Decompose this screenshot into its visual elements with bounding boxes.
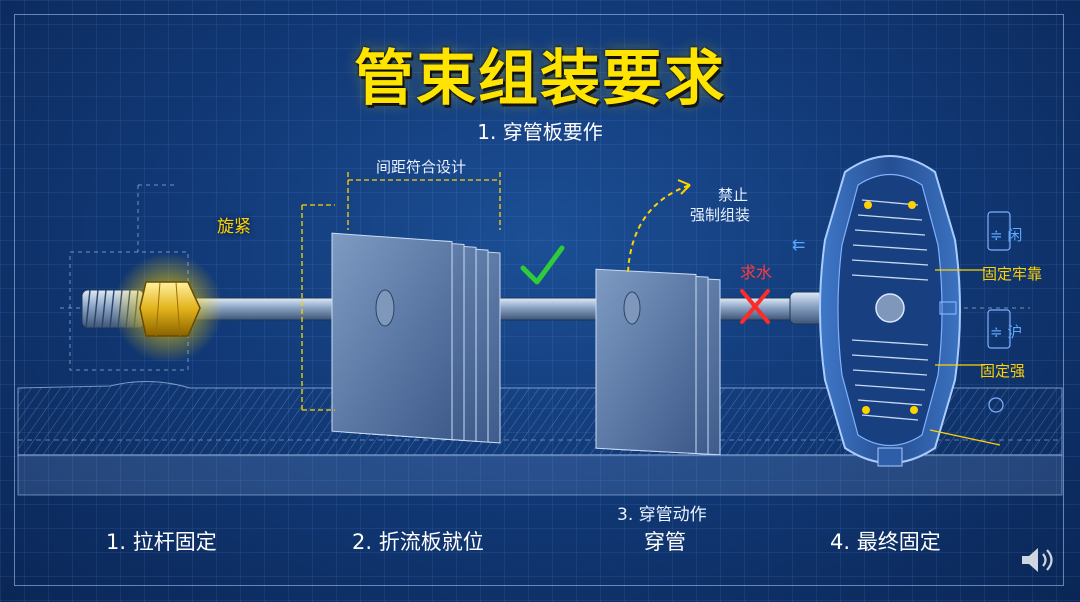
spacing-label: 间距符合设计 xyxy=(376,158,467,176)
spacing-dimension xyxy=(301,172,501,411)
fix-firm-label: 固定牢靠 xyxy=(982,265,1043,283)
side-symbols xyxy=(939,211,1011,413)
step-1: 1. 拉杆固定 xyxy=(106,530,217,554)
check-icon xyxy=(520,245,565,285)
step-3: 穿管 xyxy=(644,530,686,554)
speaker-icon[interactable] xyxy=(1018,545,1056,575)
page-title: 管束组装要求 xyxy=(354,44,726,114)
step-2: 2. 折流板就位 xyxy=(352,530,484,554)
side-label-bottom: 固定强 xyxy=(980,362,1026,380)
arrow-left-icon: ⇇ xyxy=(792,235,805,254)
tighten-label: 旋紧 xyxy=(217,217,251,237)
red-warning-label: 求水 xyxy=(740,263,773,282)
cross-icon xyxy=(740,289,770,324)
step3-heading: 3. 穿管动作 xyxy=(617,505,707,525)
side-label-mid: ≑ 沪 xyxy=(990,323,1023,341)
ground-section xyxy=(17,381,1063,496)
forbidden-arrow-path xyxy=(627,184,691,273)
baffle-stack-2 xyxy=(595,268,721,456)
forbid-force-label: 强制组装 xyxy=(690,206,751,224)
callout-lines xyxy=(929,269,1001,446)
subtitle: 1. 穿管板要作 xyxy=(477,120,603,144)
tightened-nut xyxy=(139,281,201,337)
forbid-label: 禁止 xyxy=(718,186,749,204)
baffle-stack-correct xyxy=(331,232,501,444)
step-4: 4. 最终固定 xyxy=(830,530,941,554)
side-label-top: ≑ 闲 xyxy=(990,226,1023,244)
tube-sheet-assembly xyxy=(819,155,961,467)
